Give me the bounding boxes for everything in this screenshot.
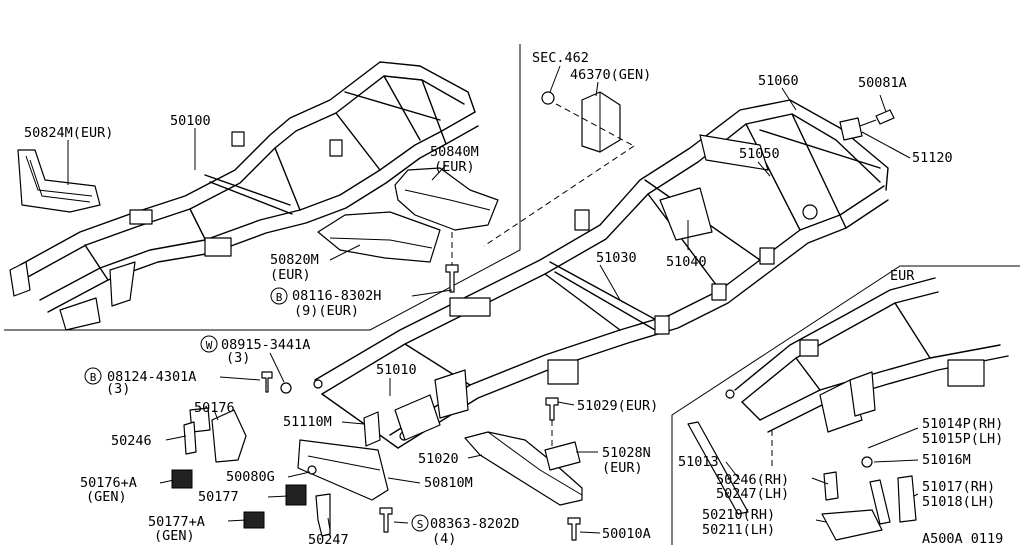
frame-51010 xyxy=(313,99,889,449)
label-50246: 50246 xyxy=(111,433,152,449)
label-50010a: 50010A xyxy=(602,526,651,542)
label-08363-qty: (4) xyxy=(432,531,456,547)
leader-lines xyxy=(67,65,919,534)
label-46370: 46370(GEN) xyxy=(570,67,651,83)
label-51060: 51060 xyxy=(758,73,799,89)
label-50820m: 50820M xyxy=(270,252,319,268)
label-50840m-note: (EUR) xyxy=(434,159,475,175)
label-51013: 51013 xyxy=(678,454,719,470)
crossmember-51020 xyxy=(464,397,583,541)
label-50177a: 50177+A xyxy=(148,514,205,530)
divider-lines xyxy=(4,44,1020,545)
bolt-symbol-08124 xyxy=(84,367,102,385)
bracket-50824m xyxy=(17,149,101,213)
label-50080g: 50080G xyxy=(226,469,275,485)
label-eur-section: EUR xyxy=(890,268,915,284)
label-50810m: 50810M xyxy=(424,475,473,491)
covers-eur xyxy=(317,167,499,293)
bracket-46370 xyxy=(483,91,635,247)
label-51029: 51029(EUR) xyxy=(577,398,658,414)
frame-50100 xyxy=(9,61,479,331)
callout-labels: 50824M(EUR) 50100 50840M (EUR) 50820M (E… xyxy=(24,50,1003,548)
label-50840m: 50840M xyxy=(430,144,479,160)
label-50247lh: 50247(LH) xyxy=(716,486,789,502)
label-51020: 51020 xyxy=(418,451,459,467)
label-08124-qty: (3) xyxy=(106,381,130,397)
label-50247: 50247 xyxy=(308,532,349,548)
label-08363: 08363-8202D xyxy=(430,516,519,532)
screw-symbol-08363-text: S xyxy=(417,518,424,531)
label-51110m: 51110M xyxy=(283,414,332,430)
label-50824m: 50824M(EUR) xyxy=(24,125,113,141)
label-50176: 50176 xyxy=(194,400,235,416)
diagram-code: A500A 0119 xyxy=(922,531,1003,547)
label-51030: 51030 xyxy=(596,250,637,266)
label-50100: 50100 xyxy=(170,113,211,129)
small-parts-left xyxy=(171,371,393,537)
label-50820m-note: (EUR) xyxy=(270,267,311,283)
label-08915: 08915-3441A xyxy=(221,337,310,353)
label-08116-note: (9)(EUR) xyxy=(294,303,359,319)
label-sec462: SEC.462 xyxy=(532,50,589,66)
label-51050: 51050 xyxy=(739,146,780,162)
label-50176a: 50176+A xyxy=(80,475,137,491)
label-50210rh: 50210(RH) xyxy=(702,507,775,523)
label-51040: 51040 xyxy=(666,254,707,270)
label-51120: 51120 xyxy=(912,150,953,166)
bolt-symbol-08116-text: B xyxy=(276,291,283,304)
frame-eur-inset xyxy=(687,277,1009,541)
label-51014p: 51014P(RH) xyxy=(922,416,1003,432)
bolt-50081a xyxy=(839,109,895,141)
washer-symbol-08915 xyxy=(200,335,218,353)
label-51028n: 51028N xyxy=(602,445,651,461)
label-50211lh: 50211(LH) xyxy=(702,522,775,538)
label-08124: 08124-4301A xyxy=(107,369,196,385)
bolt-symbol-08116 xyxy=(270,287,288,305)
label-51018: 51018(LH) xyxy=(922,494,995,510)
label-08915-qty: (3) xyxy=(226,350,250,366)
screw-symbol-08363 xyxy=(411,514,429,532)
label-51028n-note: (EUR) xyxy=(602,460,643,476)
label-50246rh: 50246(RH) xyxy=(716,472,789,488)
label-50081a: 50081A xyxy=(858,75,907,91)
label-50177: 50177 xyxy=(198,489,239,505)
label-51017: 51017(RH) xyxy=(922,479,995,495)
label-51015p: 51015P(LH) xyxy=(922,431,1003,447)
bolt-symbol-08124-text: B xyxy=(90,371,97,384)
washer-symbol-08915-text: W xyxy=(206,339,213,352)
label-51010: 51010 xyxy=(376,362,417,378)
label-50176a-note: (GEN) xyxy=(86,489,127,505)
label-51016m: 51016M xyxy=(922,452,971,468)
symbol-circles: B W B S xyxy=(84,287,429,532)
label-08116: 08116-8302H xyxy=(292,288,381,304)
label-50177a-note: (GEN) xyxy=(154,528,195,544)
